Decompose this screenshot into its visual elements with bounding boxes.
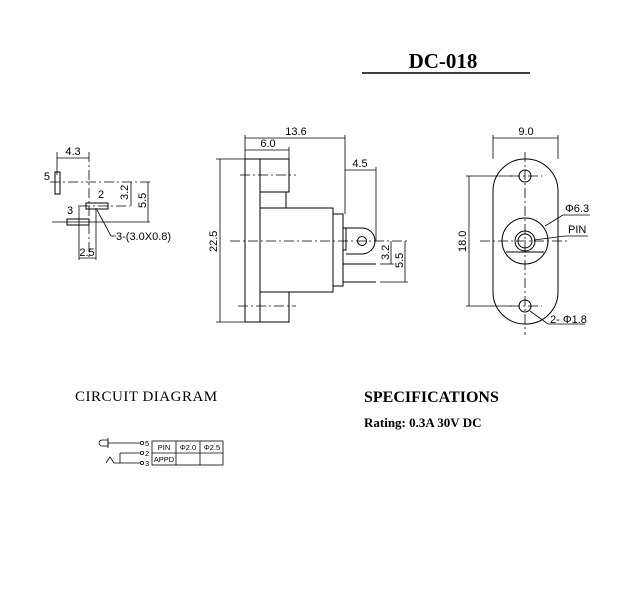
- pin-label-3: 3: [67, 205, 73, 217]
- rating-text: Rating: 0.3A 30V DC: [364, 415, 482, 430]
- pin-size-note: 3-(3.0X0.8): [116, 231, 171, 243]
- table-header-pin: PIN: [158, 443, 171, 452]
- terminal-5: 5: [145, 439, 149, 448]
- dim-2-5: 2.5: [79, 247, 94, 259]
- pin-label-2: 2: [98, 189, 104, 201]
- table-row-label: APPD: [154, 455, 175, 464]
- pin-layout-view: 4.3 5 2 3 3.2 5.5 2.5 3-(3.0X0.8): [44, 146, 171, 260]
- front-view: 9.0 18.0 Φ6.3 PIN 2- Φ1.8: [457, 126, 590, 335]
- dim-22-5: 22.5: [208, 231, 220, 252]
- pin-label-5: 5: [44, 171, 50, 183]
- dim-4-5: 4.5: [352, 158, 367, 170]
- terminal-2: 2: [145, 449, 149, 458]
- side-view: 13.6 6.0 4.5 22.5 3.2 5.5: [208, 126, 410, 323]
- dim-5-5-left: 5.5: [137, 193, 149, 208]
- table-header-2-0: Φ2.0: [180, 443, 196, 452]
- circuit-diagram-heading: CIRCUIT DIAGRAM: [75, 389, 218, 405]
- terminal-3: 3: [145, 459, 149, 468]
- dim-5-5-side: 5.5: [394, 253, 406, 268]
- dim-outer-diameter: Φ6.3: [565, 203, 589, 215]
- dim-mount-holes: 2- Φ1.8: [550, 314, 587, 326]
- dim-4-3: 4.3: [65, 146, 80, 158]
- table-header-2-5: Φ2.5: [204, 443, 220, 452]
- pin-label: PIN: [568, 224, 586, 236]
- circuit-symbol: 5 2 3: [98, 438, 149, 468]
- pin-table: PIN Φ2.0 Φ2.5 APPD: [151, 440, 224, 466]
- dim-9-0: 9.0: [518, 126, 533, 138]
- dim-3-2-side: 3.2: [380, 245, 392, 260]
- part-title: DC-018: [409, 49, 478, 73]
- dim-18-0: 18.0: [457, 231, 469, 252]
- dim-3-2-left: 3.2: [119, 185, 131, 200]
- specifications-heading: SPECIFICATIONS: [364, 389, 499, 406]
- dim-13-6: 13.6: [285, 126, 306, 138]
- dim-6-0: 6.0: [260, 138, 275, 150]
